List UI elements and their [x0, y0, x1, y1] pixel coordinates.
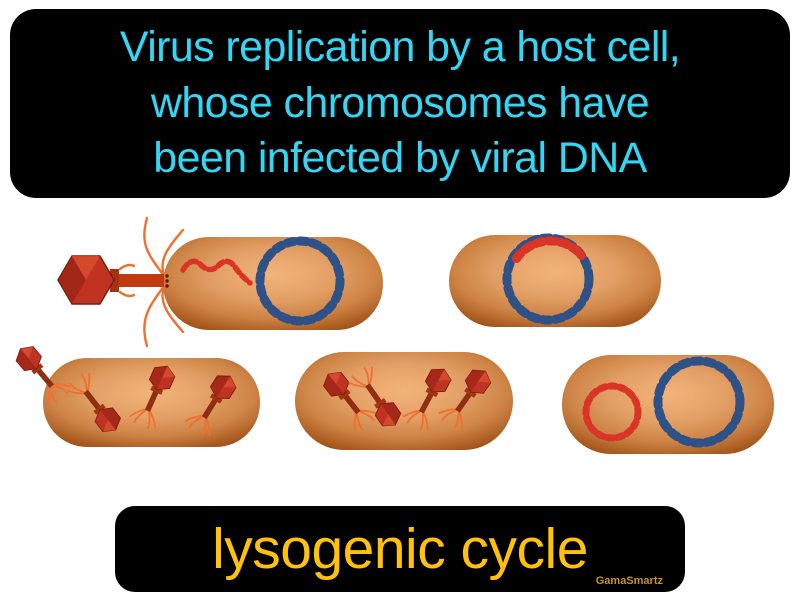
- term-box: lysogenic cycle GamaSmartz: [115, 506, 685, 592]
- bacterium-cell: [562, 355, 774, 454]
- integrated-viral-dna-arc-icon: [512, 236, 587, 263]
- panel-phage-attaching-and-injecting-dna: [57, 216, 383, 348]
- definition-line-3: been infected by viral DNA: [153, 134, 647, 183]
- bacterium-cell: [295, 352, 513, 450]
- bacteriophage-icon: [57, 216, 185, 348]
- definition-line-1: Virus replication by a host cell,: [119, 23, 681, 72]
- panel-cell-with-phage-escaping: [8, 338, 260, 447]
- definition-box: Virus replication by a host cell, whose …: [10, 9, 790, 198]
- definition-line-2: whose chromosomes have: [150, 78, 650, 127]
- bacterium-cell: [449, 235, 661, 327]
- bacterial-dna-ring-icon: [653, 356, 745, 448]
- panel-cell-with-separate-viral-and-bacterial-dna: [562, 355, 774, 454]
- injected-viral-dna-strand-icon: [180, 258, 253, 286]
- term-label: lysogenic cycle: [212, 517, 588, 581]
- panel-cell-with-assembled-phages: [295, 352, 513, 450]
- bacterial-dna-ring-icon: [255, 236, 345, 326]
- viral-dna-ring-icon: [582, 382, 642, 442]
- panel-viral-dna-integrated-into-chromosome: [449, 233, 661, 327]
- lysogenic-cycle-illustration: [8, 216, 774, 454]
- watermark: GamaSmartz: [595, 575, 663, 587]
